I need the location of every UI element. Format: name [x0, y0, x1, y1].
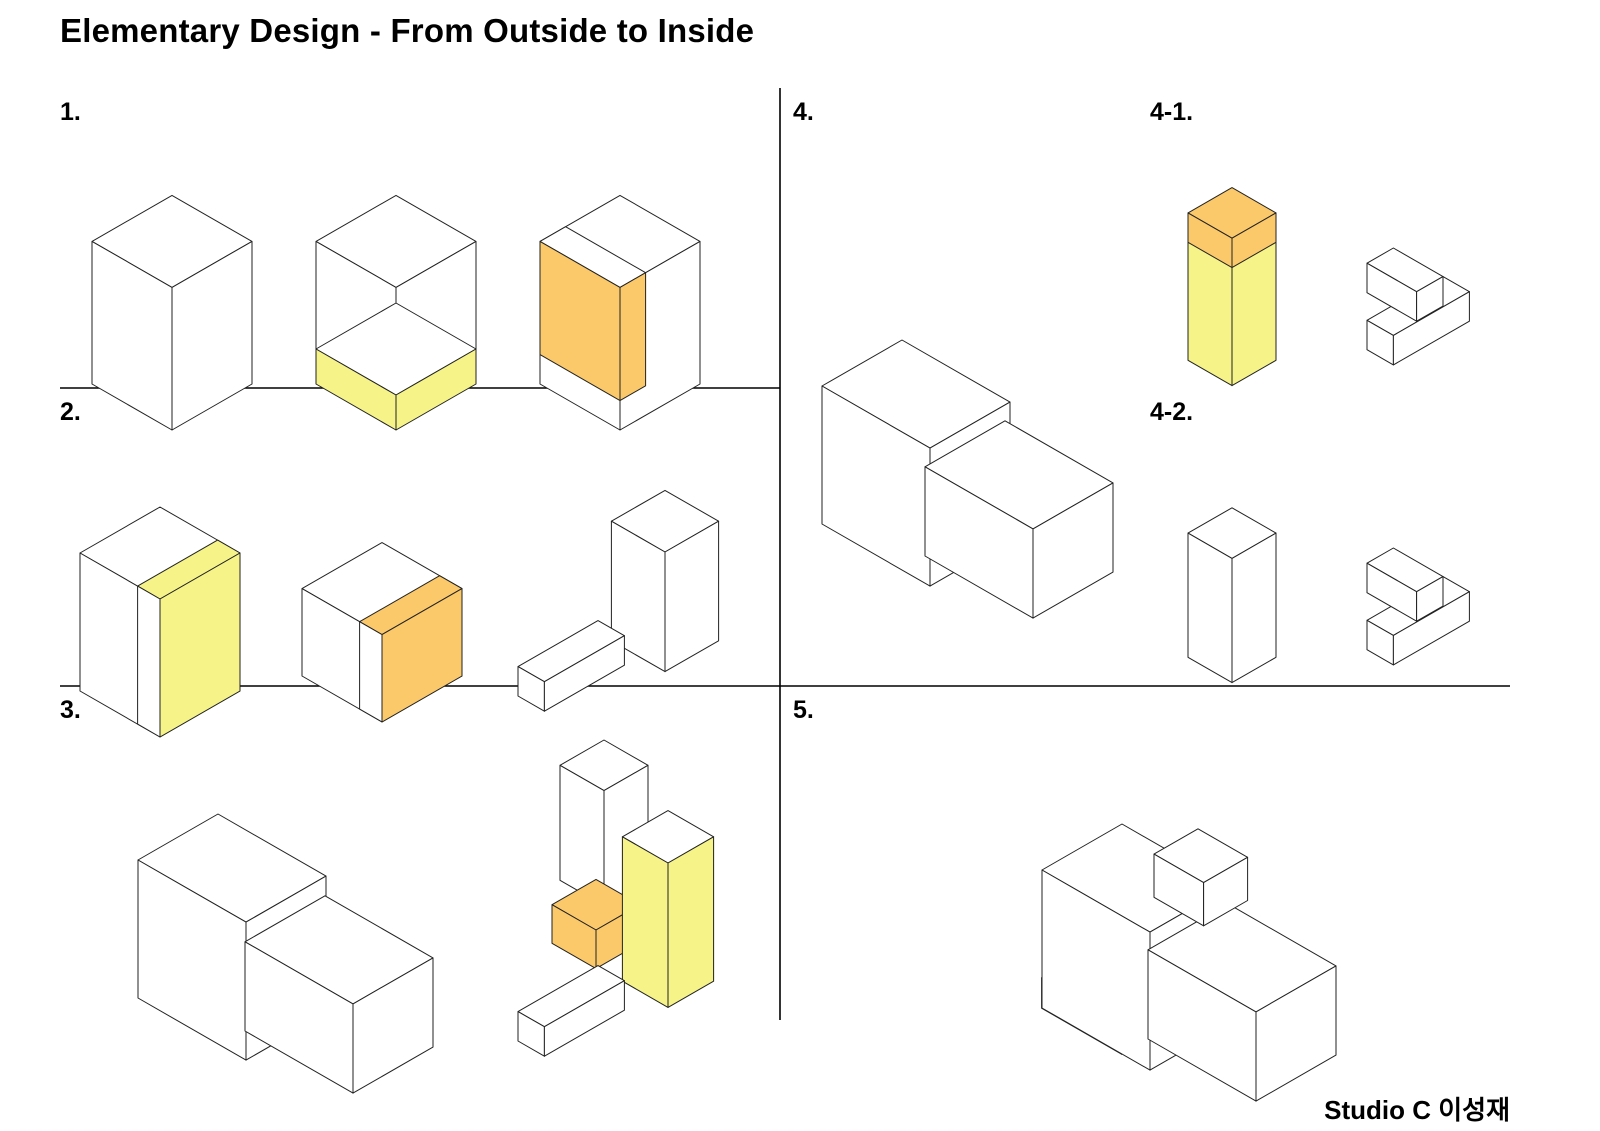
lshape-4-1-b-right-face	[1416, 276, 1444, 322]
bar-2c-right-face	[543, 635, 625, 712]
section-3-label: 3.	[60, 696, 81, 724]
tower-4-1-cap-right-face	[1231, 212, 1277, 269]
section-4-label: 4.	[793, 98, 814, 126]
cube-1c-slab-right-face	[619, 272, 647, 402]
tower-2c-right-face	[664, 520, 720, 673]
mass-3b-right-face	[352, 957, 434, 1094]
cube-5-right-face	[1203, 856, 1249, 927]
bar-3c-right-face	[543, 980, 625, 1057]
mass-4b-right-face	[1032, 482, 1114, 619]
page-title: Elementary Design - From Outside to Insi…	[60, 12, 755, 49]
section-5-label: 5.	[793, 696, 814, 724]
studio-credit: Studio C 이성재	[1324, 1095, 1510, 1125]
block-2b-strip-left-face	[359, 621, 383, 723]
block-2a-strip-right-face	[159, 552, 241, 738]
block-2b-strip-right-face	[381, 588, 463, 723]
tower-3c-left-face	[621, 836, 669, 1008]
cube-1a-right-face	[171, 240, 253, 431]
section-1-label: 1.	[60, 98, 81, 126]
tower-4-2-left-face	[1187, 532, 1233, 684]
tower-3c-right-face	[667, 836, 715, 1008]
lshape-4-2-a-right-face	[1392, 591, 1470, 666]
lshape-4-2-b-right-face	[1416, 576, 1444, 622]
mass-5b-right-face	[1255, 965, 1337, 1102]
cube-1b-base-right-face	[395, 348, 477, 431]
block-2a-strip-left-face	[137, 585, 161, 738]
section-2-label: 2.	[60, 398, 81, 426]
section-4-2-label: 4-2.	[1150, 398, 1194, 426]
tower-4-2-right-face	[1231, 532, 1277, 684]
lshape-4-1-a-right-face	[1392, 291, 1470, 366]
section-4-1-label: 4-1.	[1150, 98, 1194, 126]
